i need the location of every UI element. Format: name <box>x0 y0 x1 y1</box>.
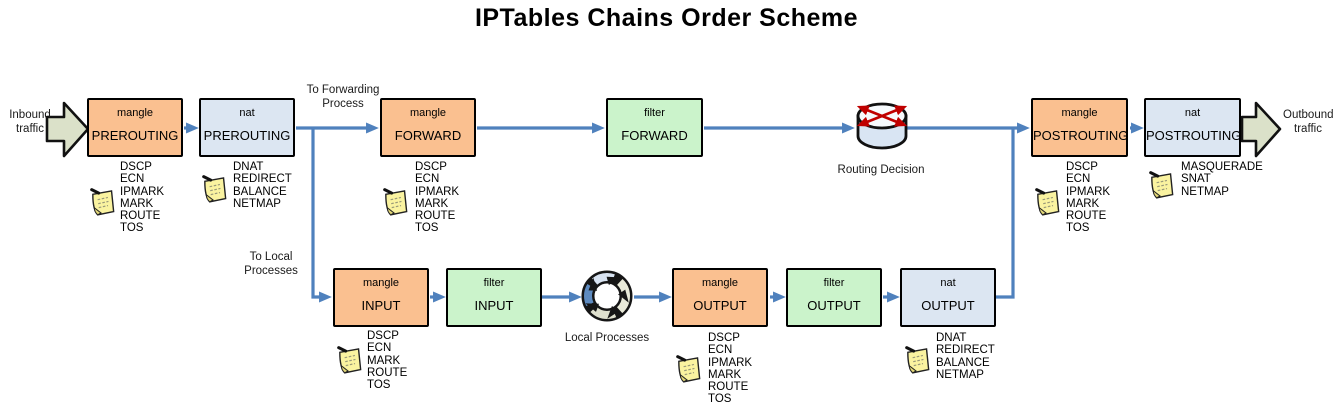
chain-box-filter-output: filter OUTPUT <box>786 268 882 327</box>
table-name: mangle <box>116 107 154 119</box>
outbound-traffic-label: Outbound traffic <box>1283 109 1333 135</box>
table-name: filter <box>823 277 845 289</box>
table-name: nat <box>239 107 255 119</box>
chain-box-nat-prerouting: nat PREROUTING <box>199 98 295 157</box>
note-icon <box>1146 168 1178 202</box>
note-icon <box>902 343 934 377</box>
chain-box-filter-input: filter INPUT <box>446 268 542 327</box>
chain-name: INPUT <box>361 298 401 313</box>
table-name: filter <box>644 107 665 119</box>
chain-name: PREROUTING <box>91 128 179 143</box>
chain-name: POSTROUTING <box>1146 128 1242 143</box>
chain-box-mangle-input: mangle INPUT <box>333 268 429 327</box>
chain-box-filter-forward: filter FORWARD <box>606 98 703 157</box>
chain-box-nat-output: nat OUTPUT <box>900 268 996 327</box>
routing-decision-label: Routing Decision <box>837 164 925 176</box>
to-local-processes-label: To Local Processes <box>244 251 298 277</box>
table-name: mangle <box>701 277 739 289</box>
table-name: mangle <box>362 277 400 289</box>
chain-box-mangle-postrouting: mangle POSTROUTING <box>1031 98 1128 157</box>
chain-name: POSTROUTING <box>1033 128 1129 143</box>
note-icon <box>673 352 705 386</box>
chain-name: OUTPUT <box>693 298 747 313</box>
table-name: nat <box>1184 107 1201 119</box>
note-icon <box>199 172 231 206</box>
chain-name: PREROUTING <box>203 128 291 143</box>
target-list-mangle-output: DSCP ECN IPMARK MARK ROUTE TOS <box>708 332 753 406</box>
chain-box-nat-postrouting: nat POSTROUTING <box>1144 98 1241 157</box>
note-icon <box>87 185 119 219</box>
to-forwarding-process-label: To Forwarding Process <box>306 84 380 110</box>
table-name: filter <box>483 277 505 289</box>
note-icon <box>334 343 366 377</box>
chain-box-mangle-forward: mangle FORWARD <box>380 98 476 157</box>
chain-name: FORWARD <box>621 128 688 143</box>
chain-name: OUTPUT <box>921 298 975 313</box>
note-icon <box>1032 185 1064 219</box>
table-name: mangle <box>1061 107 1098 119</box>
local-processes-label: Local Processes <box>564 332 650 344</box>
page-title: IPTables Chains Order Scheme <box>474 4 859 32</box>
target-list-nat-output: DNAT REDIRECT BALANCE NETMAP <box>936 332 995 381</box>
target-list-mangle-prerouting: DSCP ECN IPMARK MARK ROUTE TOS <box>120 161 165 235</box>
note-icon <box>380 185 412 219</box>
outbound-traffic-arrow <box>1240 101 1282 158</box>
routing-decision-icon <box>858 104 906 148</box>
target-list-nat-postrouting: MASQUERADE SNAT NETMAP <box>1181 161 1263 198</box>
target-list-mangle-input: DSCP ECN MARK ROUTE TOS <box>367 330 408 392</box>
target-list-nat-prerouting: DNAT REDIRECT BALANCE NETMAP <box>233 161 292 210</box>
chain-box-mangle-prerouting: mangle PREROUTING <box>87 98 183 157</box>
table-name: mangle <box>409 107 447 119</box>
chain-box-mangle-output: mangle OUTPUT <box>672 268 768 327</box>
target-list-mangle-postrouting: DSCP ECN IPMARK MARK ROUTE TOS <box>1066 161 1111 235</box>
inbound-traffic-label: Inbound traffic <box>9 109 51 135</box>
target-list-mangle-forward: DSCP ECN IPMARK MARK ROUTE TOS <box>415 161 460 235</box>
chain-name: INPUT <box>474 298 514 313</box>
chain-name: OUTPUT <box>807 298 861 313</box>
local-processes-icon <box>585 273 629 319</box>
chain-name: FORWARD <box>394 128 462 143</box>
table-name: nat <box>940 277 956 289</box>
